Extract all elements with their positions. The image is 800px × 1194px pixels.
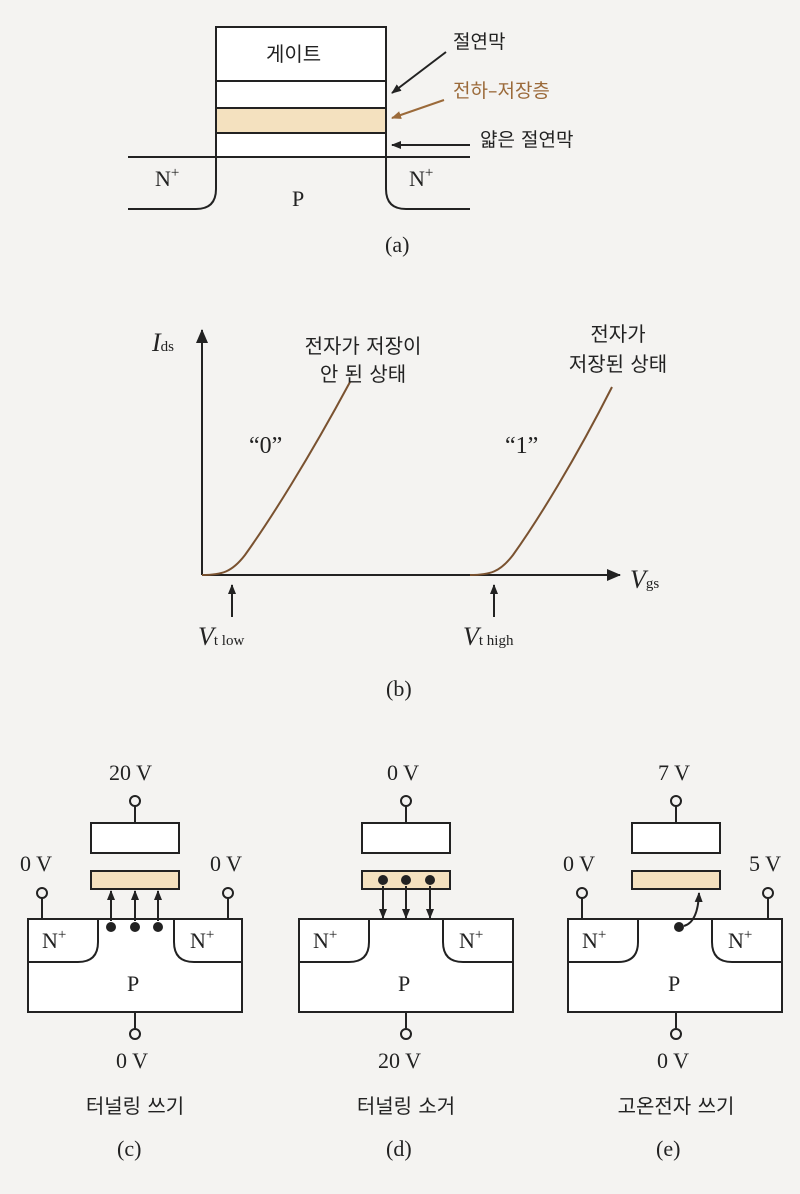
source-terminal — [36, 887, 48, 899]
drain-terminal — [222, 887, 234, 899]
gate-block — [631, 822, 721, 854]
gate-block — [215, 26, 387, 82]
curve0-note-line2: 안 된 상태 — [319, 362, 407, 386]
gate-label: 게이트 — [266, 42, 322, 66]
body-terminal — [670, 1028, 682, 1040]
drain-well — [711, 919, 782, 963]
substrate — [298, 918, 514, 1013]
insulator-layer — [215, 80, 387, 109]
substrate — [27, 918, 243, 1013]
vt-high-label: Vt high — [463, 622, 514, 651]
state-0-label: “0” — [249, 433, 283, 459]
drain-terminal — [762, 887, 774, 899]
caption-b: (b) — [386, 676, 412, 701]
body-terminal — [129, 1028, 141, 1040]
c-p-label: P — [127, 971, 140, 996]
insulator-label: 절연막 — [453, 31, 506, 53]
e-gate-voltage: 7 V — [658, 760, 690, 785]
d-source-n-plus: N+ — [313, 927, 338, 953]
caption-e: (e) — [656, 1136, 681, 1161]
curve-state-1 — [469, 386, 613, 576]
gate-terminal — [400, 795, 412, 807]
drain-well — [173, 919, 242, 963]
curve0-note-line1: 전자가 저장이 — [304, 334, 422, 358]
d-p-label: P — [398, 971, 411, 996]
source-well — [299, 919, 370, 963]
charge-storage-layer — [215, 107, 387, 134]
x-axis-label: Vgs — [630, 565, 660, 594]
c-source-n-plus: N+ — [42, 927, 67, 953]
storage-layer — [631, 870, 721, 890]
e-body-voltage: 0 V — [657, 1048, 689, 1073]
storage-pointer — [391, 99, 445, 119]
caption-d: (d) — [386, 1136, 412, 1161]
d-body-voltage: 20 V — [378, 1048, 421, 1073]
y-axis-label: Ids — [152, 328, 175, 357]
c-drain-voltage: 0 V — [210, 851, 242, 876]
gate-block — [361, 822, 451, 854]
substrate — [567, 918, 783, 1013]
c-drain-n-plus: N+ — [190, 927, 215, 953]
insulator-pointer — [391, 51, 447, 94]
gate-block — [90, 822, 180, 854]
panel-b-chart — [196, 329, 621, 617]
c-body-voltage: 0 V — [116, 1048, 148, 1073]
curve-state-0 — [201, 381, 351, 576]
panel-d-electrons — [378, 875, 435, 919]
c-gate-voltage: 20 V — [109, 760, 152, 785]
panel-c-electrons — [106, 890, 163, 932]
source-junction — [128, 157, 217, 210]
d-drain-n-plus: N+ — [459, 927, 484, 953]
c-source-voltage: 0 V — [20, 851, 52, 876]
panel-c-cell — [27, 795, 243, 1040]
drain-junction — [385, 157, 470, 210]
p-substrate-label: P — [292, 186, 305, 211]
gate-terminal — [129, 795, 141, 807]
c-mode-label: 터널링 쓰기 — [85, 1094, 185, 1118]
source-well — [568, 919, 639, 963]
drain-n-plus-label: N+ — [409, 165, 434, 191]
e-drain-voltage: 5 V — [749, 851, 781, 876]
e-p-label: P — [668, 971, 681, 996]
curve1-note-line1: 전자가 — [590, 322, 646, 346]
d-gate-voltage: 0 V — [387, 760, 419, 785]
source-terminal — [576, 887, 588, 899]
body-terminal — [400, 1028, 412, 1040]
vt-low-label: Vt low — [198, 622, 245, 651]
drain-well — [442, 919, 513, 963]
storage-layer — [90, 870, 180, 890]
panel-a-structure — [128, 26, 470, 210]
gate-terminal — [670, 795, 682, 807]
charge-storage-label: 전하–저장층 — [453, 80, 550, 102]
d-mode-label: 터널링 소거 — [356, 1094, 456, 1118]
thin-insulator-label: 얇은 절연막 — [480, 129, 574, 151]
source-well — [28, 919, 99, 963]
e-drain-n-plus: N+ — [728, 927, 753, 953]
e-source-voltage: 0 V — [563, 851, 595, 876]
curve1-note-line2: 저장된 상태 — [568, 352, 668, 376]
panel-e-cell — [567, 795, 783, 1040]
source-n-plus-label: N+ — [155, 165, 180, 191]
state-1-label: “1” — [505, 433, 539, 459]
e-source-n-plus: N+ — [582, 927, 607, 953]
caption-a: (a) — [385, 232, 410, 257]
e-mode-label: 고온전자 쓰기 — [617, 1094, 735, 1118]
thin-insulator-layer — [215, 132, 387, 158]
panel-e-hot-electron — [674, 892, 703, 932]
caption-c: (c) — [117, 1136, 142, 1161]
